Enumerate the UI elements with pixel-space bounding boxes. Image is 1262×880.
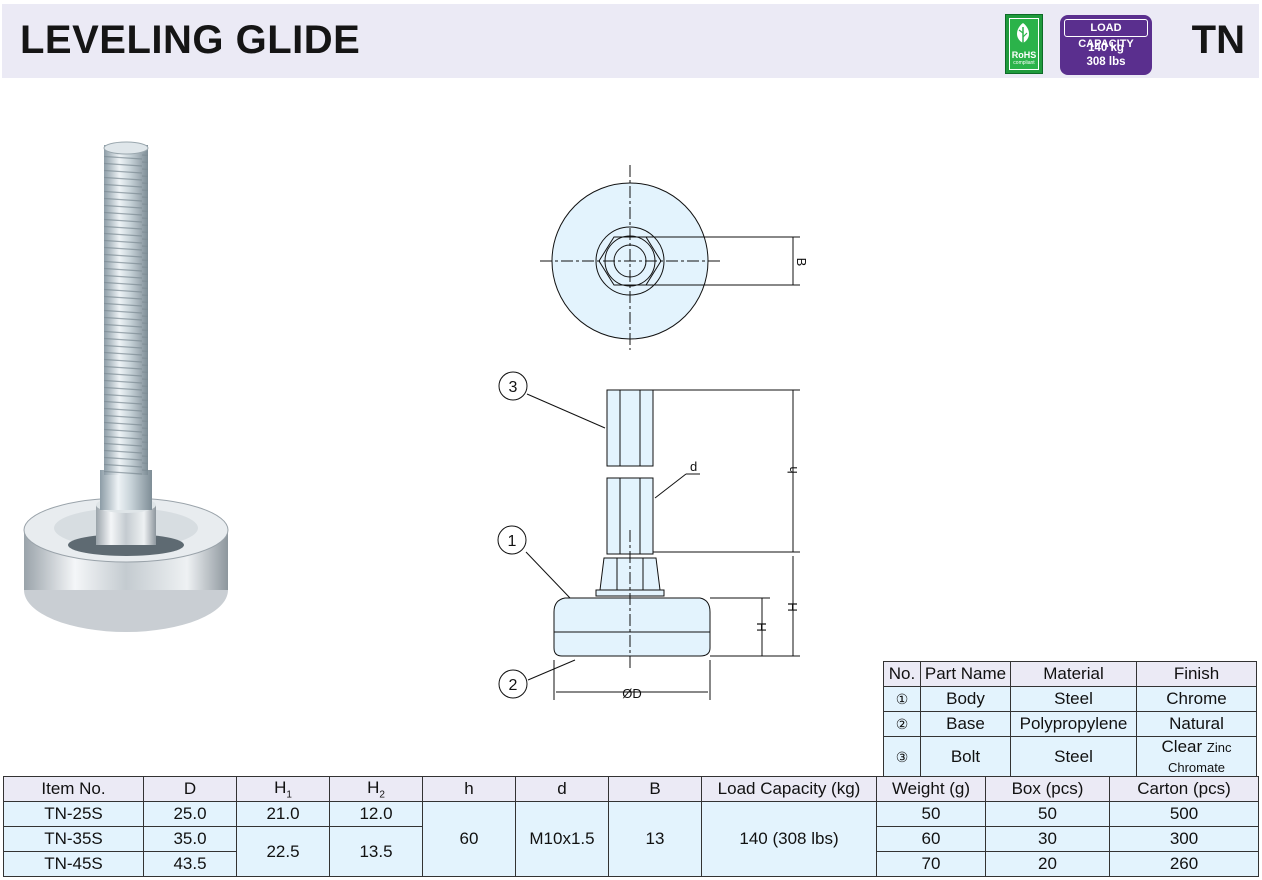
- part-finish: Clear Zinc Chromate: [1136, 736, 1257, 778]
- load-capacity-label: LOAD CAPACITY: [1064, 19, 1148, 50]
- parts-header-row: No. Part Name Material Finish: [883, 661, 1257, 687]
- spec-header-H2: H2: [329, 776, 423, 802]
- part-no: ①: [883, 686, 921, 712]
- rohs-badge: RoHS compliant: [1005, 14, 1043, 74]
- parts-header-material: Material: [1010, 661, 1137, 687]
- finish-zinc-chromate: Zinc Chromate: [1167, 740, 1232, 775]
- dim-B: B: [794, 258, 809, 267]
- spec-header-D: D: [143, 776, 237, 802]
- cell-item: TN-45S: [3, 851, 144, 877]
- table-row: TN-25S 25.0 21.0 12.0 60 M10x1.5 13 140 …: [3, 801, 1259, 877]
- spec-header-B: B: [608, 776, 702, 802]
- parts-header-finish: Finish: [1136, 661, 1257, 687]
- part-name: Body: [920, 686, 1011, 712]
- load-capacity-lbs: 308 lbs: [1086, 56, 1126, 68]
- spec-header-h: h: [422, 776, 516, 802]
- cell-D: 43.5: [143, 851, 237, 877]
- load-capacity-badge: LOAD CAPACITY 140 kg 308 lbs: [1060, 15, 1152, 75]
- part-name: Base: [920, 711, 1011, 737]
- table-row: ① Body Steel Chrome: [883, 686, 1257, 712]
- spec-header-item: Item No.: [3, 776, 144, 802]
- dim-D: ØD: [622, 686, 642, 701]
- spec-header-d: d: [515, 776, 609, 802]
- cell-carton: 260: [1109, 851, 1259, 877]
- page-title: LEVELING GLIDE: [20, 18, 361, 62]
- product-photo: [23, 141, 229, 632]
- table-row: ③ Bolt Steel Clear Zinc Chromate: [883, 736, 1257, 778]
- spec-table: Item No. D H1 H2 h d B Load Capacity (kg…: [3, 776, 1259, 877]
- part-name: Bolt: [920, 736, 1011, 778]
- technical-drawing: 3 1 2 d ØD B h H H: [497, 165, 809, 701]
- table-row: TN-45S 43.5 70 20 260: [3, 851, 1259, 877]
- part-material: Polypropylene: [1010, 711, 1137, 737]
- cell-item: TN-35S: [3, 826, 144, 852]
- dim-H1: H: [785, 602, 800, 611]
- cell-H2: 13.5: [329, 826, 423, 877]
- part-material: Steel: [1010, 686, 1137, 712]
- leaf-icon: [1017, 23, 1029, 46]
- spec-header-load: Load Capacity (kg): [701, 776, 877, 802]
- cell-h: 60: [422, 801, 516, 877]
- dim-h: h: [785, 466, 800, 473]
- cell-weight: 70: [876, 851, 986, 877]
- finish-clear: Clear: [1161, 737, 1203, 756]
- cell-box: 20: [985, 851, 1110, 877]
- cell-weight: 50: [876, 801, 986, 827]
- rohs-sub: compliant: [1013, 60, 1035, 66]
- header-bar: LEVELING GLIDE RoHS compliant LOAD CAPAC…: [2, 4, 1259, 78]
- product-code: TN: [1191, 18, 1245, 62]
- spec-header-carton: Carton (pcs): [1109, 776, 1259, 802]
- cell-H1: 22.5: [236, 826, 330, 877]
- rohs-label: RoHS: [1011, 50, 1037, 60]
- spec-header-box: Box (pcs): [985, 776, 1110, 802]
- load-capacity-kg: 140 kg: [1088, 42, 1124, 54]
- part-material: Steel: [1010, 736, 1137, 778]
- cell-H1: 21.0: [236, 801, 330, 827]
- spec-header-row: Item No. D H1 H2 h d B Load Capacity (kg…: [3, 776, 1259, 802]
- callout-3: 3: [509, 379, 518, 396]
- parts-table: No. Part Name Material Finish ① Body Ste…: [883, 661, 1257, 778]
- cell-D: 25.0: [143, 801, 237, 827]
- table-row: TN-35S 35.0 22.5 13.5 60 30 300: [3, 826, 1259, 877]
- part-finish: Chrome: [1136, 686, 1257, 712]
- callout-2: 2: [509, 677, 518, 694]
- part-no: ②: [883, 711, 921, 737]
- cell-load: 140 (308 lbs): [701, 801, 877, 877]
- cell-carton: 300: [1109, 826, 1259, 852]
- part-finish: Natural: [1136, 711, 1257, 737]
- dim-H2: H: [754, 622, 769, 631]
- spec-header-H1: H1: [236, 776, 330, 802]
- spec-header-weight: Weight (g): [876, 776, 986, 802]
- cell-item: TN-25S: [3, 801, 144, 827]
- cell-d: M10x1.5: [515, 801, 609, 877]
- part-no: ③: [883, 736, 921, 778]
- cell-weight: 60: [876, 826, 986, 852]
- cell-carton: 500: [1109, 801, 1259, 827]
- cell-box: 30: [985, 826, 1110, 852]
- dim-d: d: [690, 459, 697, 474]
- parts-header-no: No.: [883, 661, 921, 687]
- callout-1: 1: [508, 533, 517, 550]
- cell-B: 13: [608, 801, 702, 877]
- parts-header-name: Part Name: [920, 661, 1011, 687]
- cell-H2: 12.0: [329, 801, 423, 827]
- cell-D: 35.0: [143, 826, 237, 852]
- cell-box: 50: [985, 801, 1110, 827]
- table-row: ② Base Polypropylene Natural: [883, 711, 1257, 737]
